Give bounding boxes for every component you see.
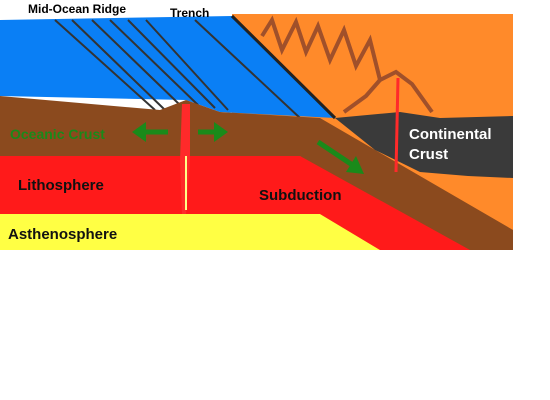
volcano-magma-channel [394,77,400,173]
ocean-water [0,16,335,118]
oceanic-crust-layer [0,96,513,250]
continental-crust-block [335,112,513,178]
spreading-arrows [132,122,228,142]
asthenosphere-label: Asthenosphere [8,226,117,243]
subduction-label: Subduction [259,187,342,204]
ocean-surface-line [230,14,337,120]
oceanic-crust-label: Oceanic Crust [10,126,105,142]
trench-label: Trench [170,6,209,20]
subduction-arrow [316,139,364,174]
seafloor-lines [54,19,301,119]
lithosphere-layer [0,156,513,250]
mountain-slope [342,78,382,114]
continental-crust-label-line1: Continental [409,126,492,143]
mid-ocean-ridge-label: Mid-Ocean Ridge [28,2,126,16]
lithosphere-label: Lithosphere [18,177,104,194]
asthenosphere-layer [0,214,380,250]
continental-crust-label-line2: Crust [409,146,448,163]
mountain-range [260,15,434,114]
